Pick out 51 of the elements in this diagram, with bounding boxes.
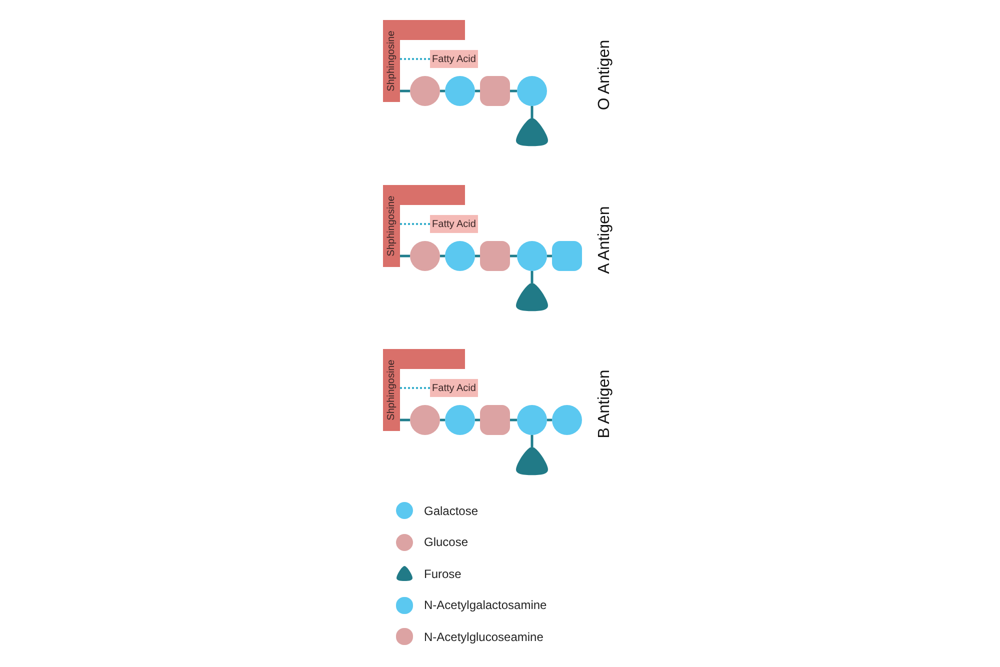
chain-link bbox=[547, 418, 552, 422]
fatty-acid-tag: Fatty Acid bbox=[430, 215, 478, 233]
dotted-connector bbox=[400, 58, 430, 60]
sugar-square bbox=[480, 76, 510, 106]
chain-link bbox=[400, 418, 410, 422]
legend-label: N-Acetylglucoseamine bbox=[424, 630, 544, 644]
dotted-connector bbox=[400, 387, 430, 389]
chain-link bbox=[440, 418, 445, 422]
sugar-circle bbox=[410, 241, 440, 271]
chain-link bbox=[400, 90, 410, 92]
antigen-title: O Antigen bbox=[596, 40, 614, 110]
sphingosine-label: Shphingosine bbox=[385, 358, 398, 422]
chain-link bbox=[510, 418, 517, 422]
antigen-title: B Antigen bbox=[596, 370, 614, 438]
sugar-circle bbox=[445, 76, 475, 106]
sugar-square bbox=[480, 241, 510, 271]
dotted-connector bbox=[400, 223, 430, 225]
sugar-circle bbox=[410, 405, 440, 435]
sugar-circle bbox=[445, 241, 475, 271]
sugar-circle bbox=[445, 405, 475, 435]
chain-link bbox=[530, 106, 534, 118]
chain-link bbox=[440, 254, 445, 258]
sugar-circle bbox=[517, 241, 547, 271]
sugar-circle bbox=[410, 76, 440, 106]
chain-link bbox=[530, 271, 534, 283]
chain-link bbox=[475, 254, 480, 258]
chain-link bbox=[400, 254, 410, 258]
sphingosine-label: Shphingosine bbox=[385, 194, 398, 258]
chain-link bbox=[475, 90, 480, 92]
sugar-circle bbox=[517, 76, 547, 106]
antigen-title: A Antigen bbox=[596, 206, 614, 274]
fatty-acid-tag: Fatty Acid bbox=[430, 50, 478, 68]
sugar-circle bbox=[552, 405, 582, 435]
fucose-drop bbox=[515, 116, 549, 148]
sugar-circle bbox=[517, 405, 547, 435]
chain-link bbox=[510, 254, 517, 258]
sphingosine-label: Shphingosine bbox=[385, 30, 398, 94]
legend-label: N-Acetylgalactosamine bbox=[424, 598, 547, 612]
chain-link bbox=[547, 254, 552, 258]
sugar-square bbox=[552, 241, 582, 271]
legend-label: Galactose bbox=[424, 504, 478, 518]
fatty-acid-tag: Fatty Acid bbox=[430, 379, 478, 397]
chain-link bbox=[440, 90, 445, 92]
chain-link bbox=[530, 435, 534, 447]
legend-label: Furose bbox=[424, 566, 462, 580]
legend-label: Glucose bbox=[424, 535, 468, 549]
fucose-drop bbox=[515, 445, 549, 477]
sugar-square bbox=[480, 405, 510, 435]
chain-link bbox=[475, 418, 480, 422]
fucose-drop bbox=[515, 281, 549, 313]
chain-link bbox=[510, 90, 517, 92]
